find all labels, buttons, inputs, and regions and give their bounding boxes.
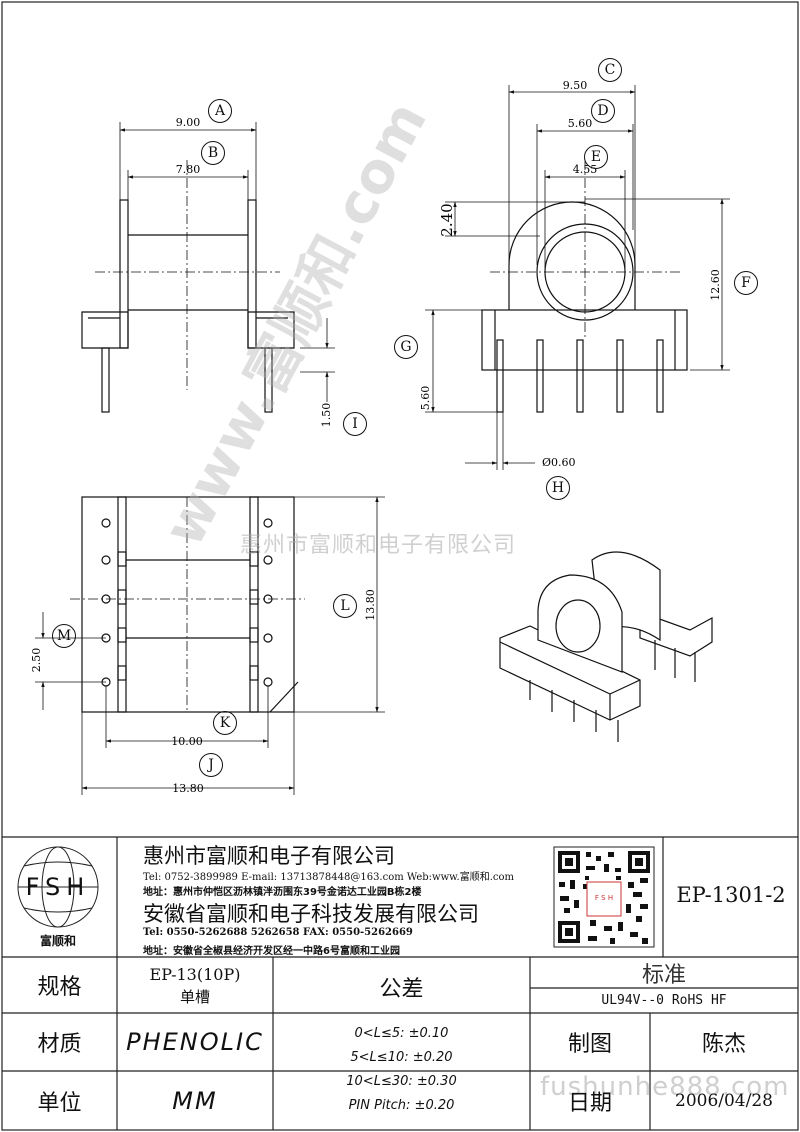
label-g: G — [394, 335, 418, 359]
spec-value-1: EP-13(10P) — [149, 964, 241, 984]
dim-i — [300, 318, 335, 402]
qr-code — [553, 846, 655, 948]
company2-name: 安徽省富顺和电子科技发展有限公司 — [143, 902, 479, 926]
label-m: M — [52, 624, 76, 648]
dim-h — [465, 412, 535, 470]
label-c: C — [598, 58, 622, 82]
material-label: 材质 — [37, 1032, 82, 1057]
material-value: PHENOLIC — [126, 1028, 264, 1056]
dim-k — [105, 686, 269, 748]
label-e: E — [584, 145, 608, 169]
unit-label: 单位 — [37, 1090, 82, 1116]
dim-d — [536, 124, 634, 265]
dim-c — [508, 85, 636, 265]
dim-flange — [445, 201, 585, 237]
company1-address: 地址：惠州市仲恺区沥林镇泮沥围东39号金诺达工业园B栋2楼 — [143, 887, 422, 898]
label-f: F — [734, 271, 758, 295]
standard-label: 标准 — [641, 962, 686, 988]
label-h: H — [546, 476, 570, 500]
logo-caption: 富顺和 — [39, 933, 76, 948]
logo-text: FSH — [25, 873, 91, 901]
tolerance-line: 5<L≤10: ±0.20 — [350, 1050, 453, 1065]
dim-l-value: 13.80 — [364, 589, 377, 621]
qr-logo-label: F S H — [594, 894, 614, 902]
dim-c-value: 9.50 — [563, 79, 588, 92]
tolerance-line: 0<L≤5: ±0.10 — [354, 1026, 449, 1041]
company2-address: 地址：安徽省全椒县经济开发区经一中路6号富顺和工业园 — [143, 946, 400, 957]
date-label: 日期 — [567, 1090, 612, 1116]
label-i: I — [343, 412, 367, 436]
dim-g — [425, 309, 497, 413]
drawn-value: 陈杰 — [701, 1032, 746, 1057]
date-value: 2006/04/28 — [675, 1090, 773, 1111]
tolerance-line: PIN Pitch: ±0.20 — [348, 1098, 455, 1113]
dim-f-value: 12.60 — [709, 269, 722, 301]
unit-value: MM — [172, 1086, 218, 1115]
dim-d-value: 5.60 — [568, 117, 593, 130]
dim-k-value: 10.00 — [171, 735, 203, 748]
standard-value: UL94V--0 RoHS HF — [601, 993, 727, 1008]
title-block-lines — [2, 836, 798, 1130]
tolerance-list: 0<L≤5: ±0.10 5<L≤10: ±0.20 10<L≤30: ±0.3… — [273, 1022, 530, 1118]
drawn-label: 制图 — [567, 1032, 612, 1057]
isometric-view — [499, 551, 713, 742]
tolerance-line: 10<L≤30: ±0.30 — [346, 1074, 457, 1089]
dim-b-value: 7.80 — [176, 163, 201, 176]
company2-contact: Tel: 0550-5262688 5262658 FAX: 0550-5262… — [143, 927, 413, 938]
dim-a-value: 9.00 — [176, 116, 201, 129]
label-a: A — [208, 99, 232, 123]
bottom-view — [70, 496, 305, 713]
dim-m-value: 2.50 — [30, 648, 43, 673]
logo-globe — [17, 846, 99, 928]
dim-g-value: 5.60 — [419, 386, 432, 411]
label-k: K — [213, 711, 237, 735]
dim-a — [119, 122, 257, 200]
dim-flange-value: 2.40 — [438, 203, 456, 236]
spec-label: 规格 — [37, 975, 82, 1000]
dim-l — [294, 496, 385, 713]
dim-i-value: 1.50 — [320, 403, 333, 428]
label-j: J — [199, 753, 223, 777]
label-d: D — [591, 99, 615, 123]
dim-h-value: Ø0.60 — [542, 456, 576, 469]
dim-b — [127, 170, 249, 200]
side-view — [481, 160, 688, 413]
dim-j — [81, 712, 295, 795]
company1-name: 惠州市富顺和电子有限公司 — [143, 844, 395, 868]
company1-contact: Tel: 0752-3899989 E-mail: 13713878448@16… — [143, 872, 514, 883]
part-number: EP-1301-2 — [676, 883, 786, 907]
spec-value-2: 单槽 — [179, 987, 210, 1006]
tolerance-label: 公差 — [379, 977, 424, 1002]
dim-f — [585, 198, 730, 371]
dim-j-value: 13.80 — [172, 782, 204, 795]
dim-e — [544, 170, 626, 272]
label-b: B — [201, 141, 225, 165]
front-view — [81, 160, 295, 413]
label-l: L — [333, 594, 357, 618]
